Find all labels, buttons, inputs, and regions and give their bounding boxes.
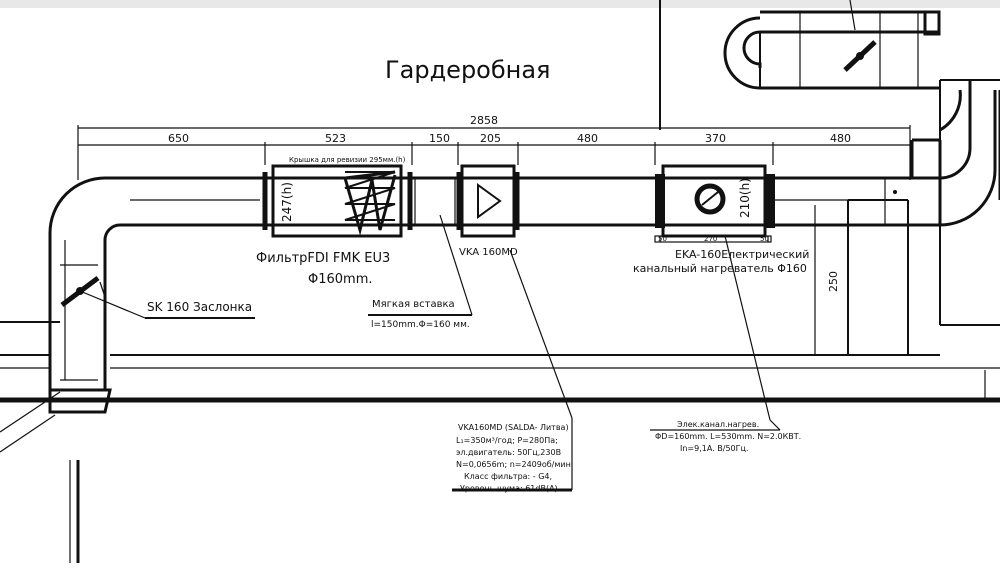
dim-heater-sub-1: 50 (658, 235, 667, 243)
dim-seg-4: 205 (480, 132, 501, 145)
filter-diameter: Φ160mm. (308, 272, 373, 287)
heater-name-line2: канальный нагреватель Φ160 (633, 262, 807, 275)
heater-name-line1: EKA-160Електрический (675, 248, 809, 261)
dim-seg-6: 370 (705, 132, 726, 145)
heater-spec-line2: ΦD=160mm. L=530mm. N=2.0КВТ. (655, 432, 801, 441)
heater-eka160 (650, 164, 781, 431)
dimension-lines (77, 125, 911, 355)
damper-sk160 (60, 276, 255, 319)
room-title: Гардеробная (385, 56, 551, 84)
main-duct (48, 80, 997, 414)
dim-seg-1: 650 (168, 132, 189, 145)
dim-overall: 2858 (470, 114, 498, 127)
fan-vka160md (452, 164, 573, 492)
fan-spec-line1: VKA160MD (SALDA- Литва) (458, 423, 569, 432)
dim-heater-sub-2: 270 (704, 235, 717, 243)
filter-height: 247(h) (280, 182, 294, 222)
dim-seg-3: 150 (429, 132, 450, 145)
fan-spec-line5: Класс фильтра: - G4, (464, 472, 552, 481)
fan-spec-line6: Уровень шума: 61dB(A) (460, 484, 558, 493)
filter-fmk (262, 164, 413, 238)
upper-right-duct (723, 0, 1000, 200)
soft-insert (368, 178, 473, 316)
dim-heater-sub-3: 50 (760, 235, 769, 243)
soft-insert-title: Мягкая вставка (372, 299, 455, 310)
dim-vertical: 250 (827, 271, 840, 292)
fan-spec-line4: N=0,0656m; n=2409об/мин (456, 460, 571, 469)
top-border (0, 0, 1000, 8)
dim-seg-2: 523 (325, 132, 346, 145)
damper-label: SK 160 Заслонка (147, 300, 252, 314)
dim-seg-7: 480 (830, 132, 851, 145)
heater-spec-line1: Элек.канал.нагрев. (677, 420, 759, 429)
heater-spec-line3: In=9,1A. В/50Гц. (680, 444, 749, 453)
heater-height: 210(h) (738, 178, 752, 218)
filter-note: Крышка для ревизии 295мм.(h) (289, 156, 406, 164)
filter-name: ФильтрFDI FMK EU3 (256, 251, 390, 266)
fan-spec-line2: L₁=350м³/год; P=280Па; (456, 436, 558, 445)
fan-name: VKA 160MD (459, 247, 518, 258)
fan-spec-line3: эл.двигатель: 50Гц,230В (456, 448, 561, 457)
soft-insert-spec: l=150mm.Φ=160 мм. (371, 320, 470, 330)
dim-seg-5: 480 (577, 132, 598, 145)
